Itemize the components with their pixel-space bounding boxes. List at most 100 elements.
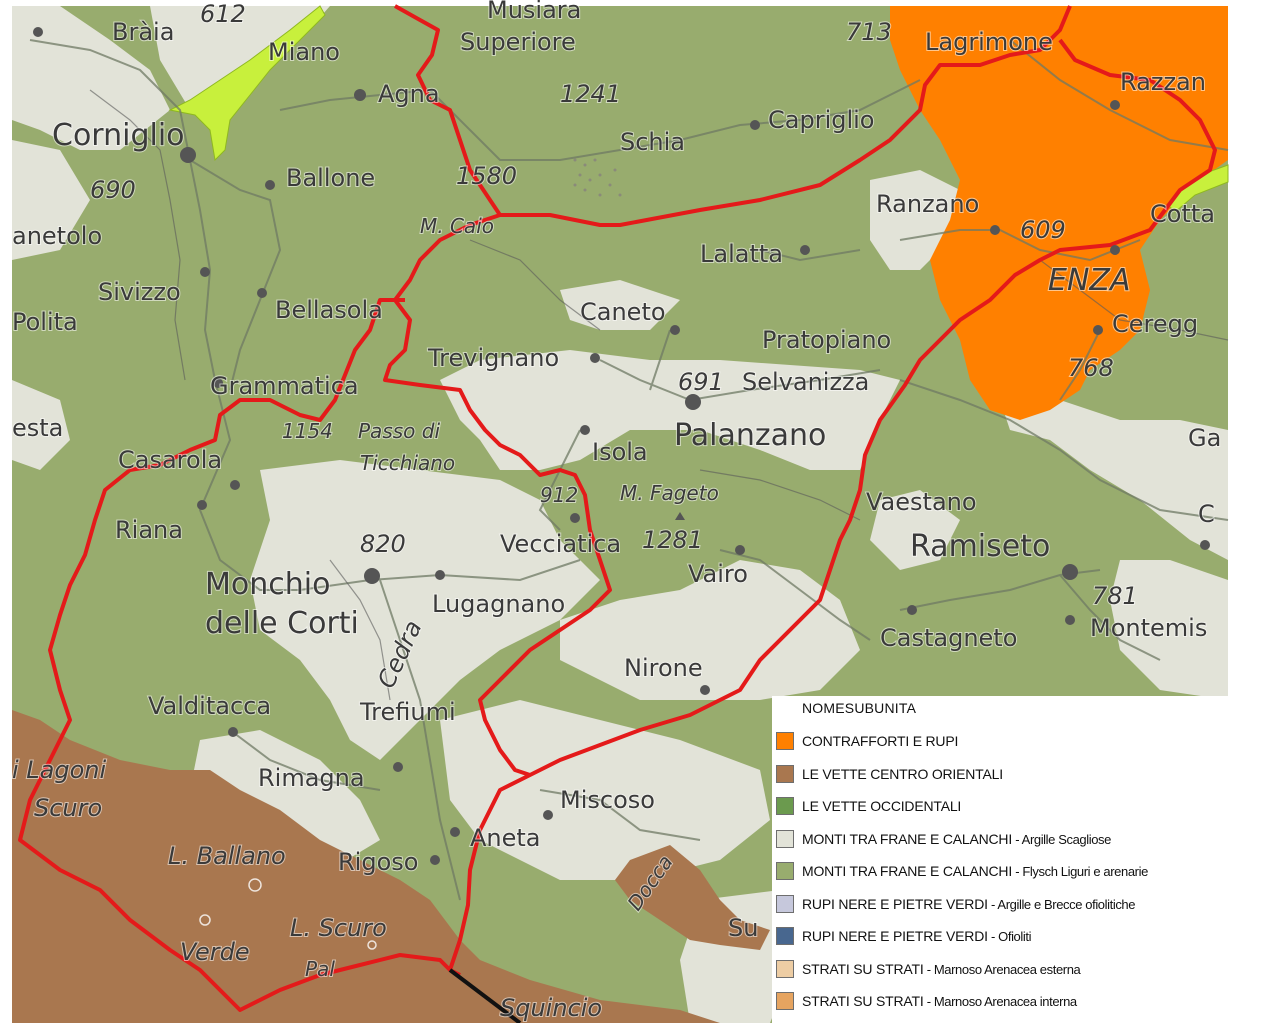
- label-valditacca: Valditacca: [148, 692, 271, 720]
- argille-scagliose-areas: [12, 6, 1228, 1023]
- label-912: 912: [540, 483, 578, 507]
- label-riana: Riana: [115, 516, 183, 544]
- label-rimagna: Rimagna: [258, 764, 365, 792]
- label-ramiseto: Ramiseto: [910, 529, 1050, 564]
- label-sivizzo: Sivizzo: [98, 278, 181, 306]
- legend-item: STRATI SU STRATI - Marnoso Arenacea inte…: [776, 990, 1077, 1012]
- legend-swatch: [776, 862, 794, 880]
- legend-label: MONTI TRA FRANE E CALANCHI - Flysch Ligu…: [802, 863, 1148, 879]
- label-pratopiano: Pratopiano: [762, 326, 891, 354]
- label-768: 768: [1068, 354, 1114, 382]
- label-miano: Miano: [268, 38, 340, 66]
- label-esta: esta: [12, 414, 63, 442]
- label-montemis: Montemis: [1090, 614, 1207, 642]
- label-capriglio: Capriglio: [768, 106, 875, 134]
- river-lines: [89, 89, 1229, 701]
- label-691: 691: [678, 368, 724, 396]
- label-612: 612: [200, 0, 246, 28]
- boundary-lines: [18, 4, 1217, 1012]
- label-razzano: Razzan: [1120, 68, 1206, 96]
- label-musiara: Musiara: [487, 0, 581, 24]
- legend-item: MONTI TRA FRANE E CALANCHI - Flysch Ligu…: [776, 860, 1148, 882]
- bottom-road: [448, 968, 522, 1023]
- label-casarola: Casarola: [118, 446, 222, 474]
- label-trevignano: Trevignano: [427, 344, 559, 372]
- label-castagneto: Castagneto: [880, 624, 1017, 652]
- label-su: Su: [728, 914, 758, 942]
- label-609: 609: [1020, 216, 1066, 244]
- legend-swatch: [776, 927, 794, 945]
- legend-label: RUPI NERE E PIETRE VERDI - Argille e Bre…: [802, 895, 1136, 912]
- label-caneto: Caneto: [580, 298, 666, 326]
- label-l-scuro: L. Scuro: [290, 914, 387, 942]
- label-lalatta: Lalatta: [700, 240, 783, 268]
- label-c: C: [1198, 500, 1215, 528]
- legend-label: MONTI TRA FRANE E CALANCHI - Argille Sca…: [802, 830, 1111, 847]
- label-ticchiano: Ticchiano: [360, 451, 455, 475]
- label-passo-di: Passo di: [358, 419, 440, 443]
- small-lakes: [199, 878, 377, 950]
- label-corniglio: Corniglio: [52, 118, 185, 153]
- label-cotta: Cotta: [1150, 200, 1215, 228]
- label-selvanizza: Selvanizza: [742, 368, 869, 396]
- place-labels: Bràia 612 Musiara Superiore 713 Lagrimon…: [11, 0, 1222, 1023]
- ofioliti-strip: [168, 5, 326, 162]
- label-l-ballano: L. Ballano: [168, 842, 286, 870]
- legend-item: STRATI SU STRATI - Marnoso Arenacea este…: [776, 958, 1081, 980]
- legend-swatch: [776, 764, 794, 783]
- label-vairo: Vairo: [688, 560, 748, 588]
- legend-item: LE VETTE OCCIDENTALI: [776, 795, 961, 817]
- label-aneta: Aneta: [470, 824, 541, 852]
- label-ceregg: Ceregg: [1112, 310, 1198, 338]
- road-network: [29, 39, 1229, 901]
- settlement-dots: [33, 27, 1210, 865]
- label-squincio: Squincio: [500, 994, 602, 1022]
- label-palanzano: Palanzano: [674, 418, 826, 453]
- label-mcaio: M. Caio: [420, 214, 494, 238]
- label-820: 820: [360, 530, 406, 558]
- label-lagoni: i Lagoni: [12, 756, 107, 784]
- legend-swatch: [776, 959, 794, 978]
- label-miscoso: Miscoso: [560, 786, 655, 814]
- legend-swatch: [776, 732, 794, 750]
- label-rigoso: Rigoso: [338, 848, 418, 876]
- legend-label: CONTRAFFORTI E RUPI: [802, 733, 959, 749]
- label-anetolo: anetolo: [12, 222, 102, 250]
- label-scuro: Scuro: [34, 794, 102, 822]
- label-1580: 1580: [456, 162, 517, 190]
- legend-item: LE VETTE CENTRO ORIENTALI: [776, 763, 1003, 785]
- contrafforti-e-rupi-area: [890, 6, 1228, 420]
- legend-item: CONTRAFFORTI E RUPI: [776, 730, 958, 752]
- label-braia: Bràia: [112, 18, 174, 46]
- label-agna: Agna: [378, 80, 440, 108]
- label-bellasola: Bellasola: [275, 296, 383, 324]
- legend-label: LE VETTE CENTRO ORIENTALI: [802, 765, 1003, 782]
- label-enza-river: ENZA: [1048, 263, 1130, 298]
- map-legend: NOMESUBUNITA CONTRAFFORTI E RUPI LE VETTE…: [772, 696, 1266, 1023]
- legend-label: RUPI NERE E PIETRE VERDI - Ofioliti: [802, 928, 1032, 944]
- label-isola: Isola: [592, 438, 648, 466]
- legend-title: NOMESUBUNITA: [802, 700, 917, 716]
- label-superiore: Superiore: [460, 28, 576, 56]
- label-ga: Ga: [1188, 424, 1221, 452]
- vette-centro-orientali-area-east: [615, 845, 770, 950]
- legend-label: LE VETTE OCCIDENTALI: [802, 798, 962, 814]
- label-1154: 1154: [282, 419, 333, 443]
- legend-item: MONTI TRA FRANE E CALANCHI - Argille Sca…: [776, 828, 1111, 850]
- label-vaestano: Vaestano: [866, 488, 977, 516]
- label-nirone: Nirone: [624, 654, 703, 682]
- schia-stipple: [573, 158, 622, 197]
- label-m-fageto: M. Fageto: [620, 481, 719, 505]
- label-713: 713: [846, 18, 892, 46]
- label-trefiumi: Trefiumi: [359, 698, 456, 726]
- label-delle-corti: delle Corti: [205, 606, 359, 641]
- legend-item: RUPI NERE E PIETRE VERDI - Ofioliti: [776, 925, 1031, 947]
- label-schia: Schia: [620, 128, 685, 156]
- legend-item: RUPI NERE E PIETRE VERDI - Argille e Bre…: [776, 893, 1135, 915]
- vette-centro-orientali-area: [12, 710, 720, 1023]
- label-1281: 1281: [642, 526, 703, 554]
- label-pal: Pal: [305, 957, 335, 981]
- label-lugagnano: Lugagnano: [432, 590, 565, 618]
- legend-label: STRATI SU STRATI - Marnoso Arenacea este…: [802, 960, 1081, 977]
